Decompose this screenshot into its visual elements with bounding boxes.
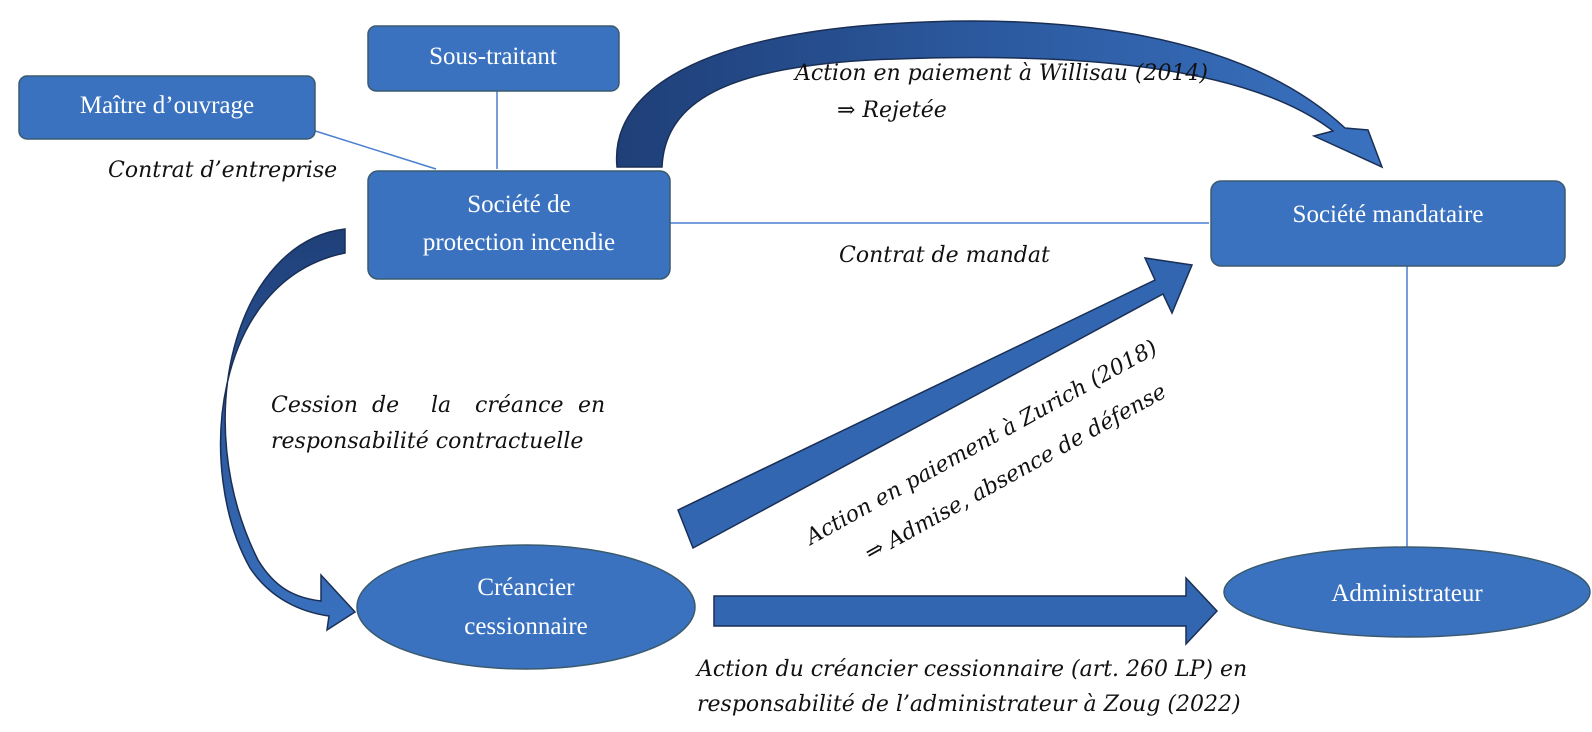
creancier-label-1: Créancier [477,574,575,601]
arrow-zoug [713,576,1219,646]
label-cession-word-5: en [578,393,605,418]
label-zoug-1: Action du créancier cessionnaire (art. 2… [695,657,1247,682]
label-contrat-mandat: Contrat de mandat [839,243,1050,268]
label-willisau-1: Action en paiement à Willisau (2014) [793,61,1208,86]
node-societe-mandataire: Société mandataire [1210,180,1566,267]
societe-mandataire-label: Société mandataire [1293,201,1484,228]
node-creancier-cessionnaire: Créancier cessionnaire [356,544,696,670]
label-cession-word-2: de [372,393,399,418]
label-contrat-entreprise: Contrat d’entreprise [108,158,337,183]
node-sous-traitant: Sous-traitant [367,25,620,92]
maitre-ouvrage-label: Maître d’ouvrage [80,92,254,119]
node-administrateur: Administrateur [1223,546,1591,638]
arrow-cession [219,228,357,632]
societe-protection-label-2: protection incendie [423,229,615,256]
administrateur-label: Administrateur [1331,580,1483,607]
label-cession-2: responsabilité contractuelle [271,429,583,454]
label-cession-word-3: la [431,393,451,418]
label-willisau-2: ⇒ Rejetée [837,98,947,123]
arrow-willisau [615,20,1384,169]
sous-traitant-label: Sous-traitant [429,43,557,70]
arrow-zurich [677,257,1194,550]
societe-protection-label-1: Société de [467,191,570,218]
label-cession-word-1: Cession [271,393,358,418]
creancier-label-2: cessionnaire [464,613,588,640]
node-societe-protection: Société de protection incendie [367,170,671,280]
node-maitre-ouvrage: Maître d’ouvrage [18,75,316,140]
label-cession-word-4: créance [475,393,563,418]
label-zoug-2: responsabilité de l’administrateur à Zou… [697,692,1241,717]
connector-maitre-societe [308,128,437,170]
